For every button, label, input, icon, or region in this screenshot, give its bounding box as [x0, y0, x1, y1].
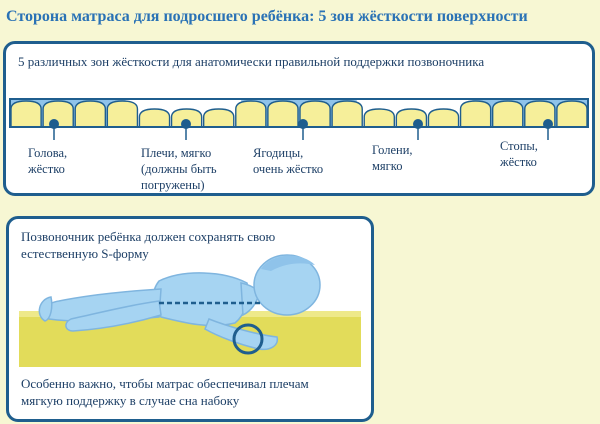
spring-6 — [170, 108, 203, 128]
spring-18 — [556, 100, 588, 128]
zone-marker-dot-2 — [181, 119, 191, 129]
zone-label-buttocks: Ягодицы, очень жёстко — [253, 146, 324, 176]
spine-heading: Позвоночник ребёнка должен сохранять сво… — [21, 229, 276, 261]
spine-panel: Позвоночник ребёнка должен сохранять сво… — [6, 216, 374, 422]
shoulder-highlight-circle — [232, 323, 264, 355]
spring-11 — [331, 100, 363, 128]
spring-10 — [299, 100, 331, 128]
child-lower-leg — [65, 300, 162, 332]
zones-description: 5 различных зон жёсткости для анатомичес… — [18, 54, 485, 69]
zone-label-feet: Стопы, жёстко — [500, 139, 538, 169]
zones-diagram — [9, 98, 589, 140]
zone-marker-dot-5 — [543, 119, 553, 129]
zone-label-head: Голова, жёстко — [28, 146, 68, 176]
spring-15 — [459, 100, 492, 128]
spring-5 — [138, 108, 171, 128]
page-title: Сторона матраса для подросшего ребёнка: … — [6, 8, 528, 25]
spring-12 — [363, 108, 396, 128]
child-foot — [38, 296, 53, 322]
spring-1 — [10, 100, 42, 128]
zone-marker-dot-1 — [49, 119, 59, 129]
spring-14 — [427, 108, 460, 128]
child-hair — [261, 255, 315, 271]
spring-8 — [235, 100, 267, 128]
zone-marker-dot-3 — [298, 119, 308, 129]
spring-7 — [202, 108, 235, 128]
spine-footer-note: Особенно важно, чтобы матрас обеспечивал… — [21, 376, 309, 408]
zone-label-shoulders: Плечи, мягко (должны быть погружены) — [141, 146, 217, 192]
spring-4 — [106, 100, 139, 128]
child-torso — [152, 272, 249, 327]
child-body — [38, 254, 321, 351]
zone-label-shins: Голени, мягко — [372, 143, 413, 173]
zone-marker-dot-4 — [413, 119, 423, 129]
spring-9 — [267, 100, 299, 128]
spring-3 — [74, 100, 107, 128]
zones-panel: 5 различных зон жёсткости для анатомичес… — [3, 41, 595, 196]
spring-16 — [491, 100, 524, 128]
child-arm — [204, 318, 279, 351]
side-sleep-illustration — [19, 254, 361, 367]
